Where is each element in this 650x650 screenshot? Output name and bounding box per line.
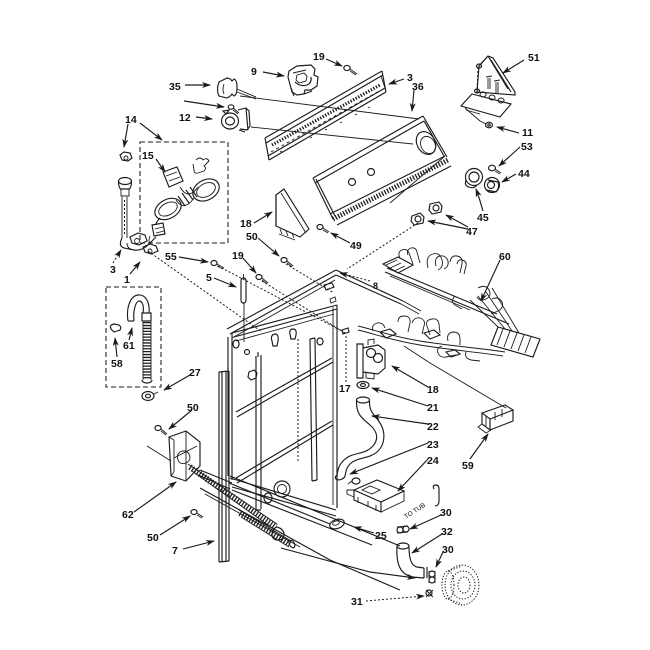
svg-text:23: 23 [427, 439, 439, 451]
svg-text:62: 62 [122, 509, 134, 521]
svg-text:15: 15 [142, 150, 154, 162]
svg-text:45: 45 [477, 212, 489, 224]
svg-text:55: 55 [165, 251, 177, 263]
svg-text:50: 50 [147, 532, 159, 544]
svg-text:30: 30 [440, 507, 452, 519]
svg-text:58: 58 [111, 358, 123, 370]
svg-text:18: 18 [427, 384, 439, 396]
svg-text:25: 25 [375, 530, 387, 542]
svg-text:31: 31 [351, 596, 363, 608]
svg-text:50: 50 [187, 402, 199, 414]
svg-text:47: 47 [466, 226, 478, 238]
svg-text:17: 17 [339, 383, 351, 395]
svg-text:21: 21 [427, 402, 439, 414]
svg-text:53: 53 [521, 141, 533, 153]
svg-text:44: 44 [518, 168, 530, 180]
svg-text:1: 1 [124, 274, 130, 286]
svg-text:61: 61 [123, 340, 135, 352]
svg-text:59: 59 [462, 460, 474, 472]
svg-text:3: 3 [110, 264, 116, 276]
svg-text:22: 22 [427, 421, 439, 433]
svg-text:7: 7 [172, 545, 178, 557]
svg-text:35: 35 [169, 81, 181, 93]
svg-text:9: 9 [251, 66, 257, 78]
svg-text:19: 19 [313, 51, 325, 63]
svg-text:18: 18 [240, 218, 252, 230]
svg-text:3: 3 [407, 72, 413, 84]
svg-text:32: 32 [441, 526, 453, 538]
svg-text:27: 27 [189, 367, 201, 379]
svg-text:60: 60 [499, 251, 511, 263]
svg-text:12: 12 [179, 112, 191, 124]
svg-text:50: 50 [246, 231, 258, 243]
svg-text:8: 8 [373, 281, 378, 291]
svg-text:36: 36 [412, 81, 424, 93]
svg-text:14: 14 [125, 114, 137, 126]
svg-text:19: 19 [232, 250, 244, 262]
svg-text:30: 30 [442, 544, 454, 556]
svg-text:11: 11 [522, 127, 533, 139]
svg-text:5: 5 [206, 272, 212, 284]
svg-text:51: 51 [528, 52, 540, 64]
svg-text:24: 24 [427, 455, 439, 467]
svg-text:49: 49 [350, 240, 362, 252]
